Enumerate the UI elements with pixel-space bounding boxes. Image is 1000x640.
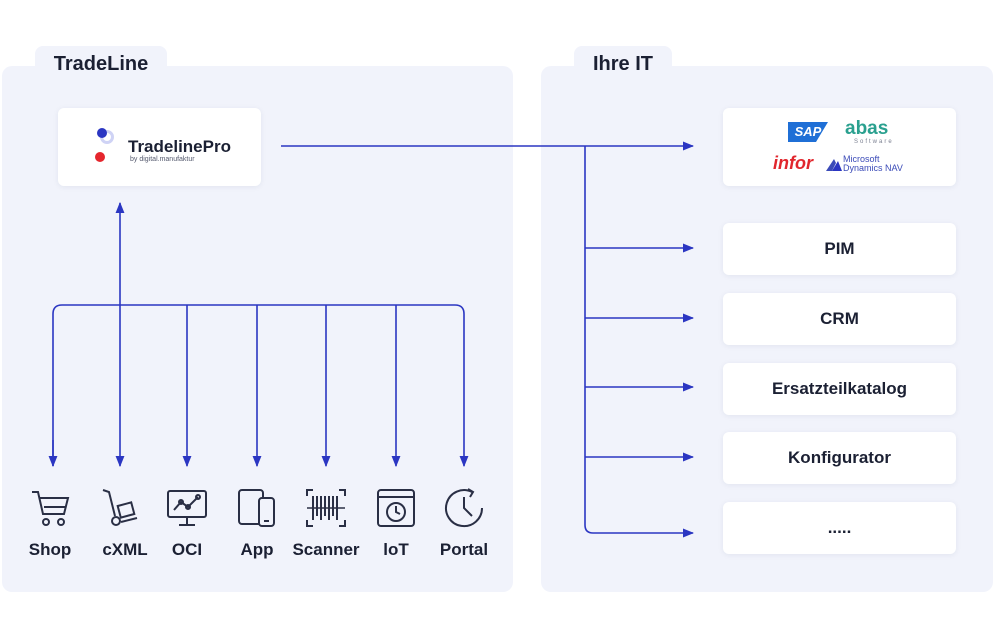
distribution-bar <box>52 304 469 468</box>
system-label: Ersatzteilkatalog <box>771 379 908 398</box>
system-card-konfigurator: Konfigurator <box>723 432 956 484</box>
logo-blue-dot-icon <box>97 128 107 138</box>
channel-label-iot: loT <box>383 540 409 559</box>
shopping-cart-icon <box>28 486 72 530</box>
sap-logo: SAP <box>788 122 828 142</box>
tradeline-panel-title: TradeLine <box>35 46 167 82</box>
microsoft-logo-line1: Microsoft <box>843 154 880 164</box>
channel-label-portal: Portal <box>439 540 489 559</box>
channel-label-shop: Shop <box>28 540 72 559</box>
brand-tagline: by digital.manufaktur <box>130 156 195 163</box>
monitor-chart-icon <box>165 486 209 530</box>
system-card-crm: CRM <box>723 293 956 345</box>
system-card-ersatzteilkatalog: Ersatzteilkatalog <box>723 363 956 415</box>
channel-label-app: App <box>240 540 274 559</box>
ihre-it-panel-title: Ihre IT <box>574 46 672 82</box>
system-label: Konfigurator <box>788 448 891 467</box>
mobile-devices-icon <box>235 486 279 530</box>
microsoft-logo-line2: Dynamics NAV <box>843 163 903 173</box>
channel-label-scanner: Scanner <box>292 540 360 559</box>
iot-device-icon <box>374 486 418 530</box>
abas-logo: abas <box>845 118 889 139</box>
arrow-to-more <box>584 146 695 538</box>
barcode-scanner-icon <box>304 486 348 530</box>
system-card-more: ..... <box>723 502 956 554</box>
microsoft-dynamics-logo: Microsoft Dynamics NAV <box>843 155 903 173</box>
brand-name: TradelinePro <box>128 137 231 156</box>
microsoft-dynamics-icon <box>826 159 842 171</box>
system-label: ..... <box>827 518 852 537</box>
infor-logo: infor <box>773 153 813 173</box>
clock-icon <box>442 486 486 530</box>
logo-red-dot-icon <box>95 152 105 162</box>
tradelinepro-logo: TradelinePro by digital.manufaktur <box>92 128 252 172</box>
system-card-pim: PIM <box>723 223 956 275</box>
system-label: PIM <box>824 239 855 258</box>
channel-label-cxml: cXML <box>102 540 148 559</box>
tradelinepro-card <box>58 108 261 186</box>
erp-logos-card <box>723 108 956 186</box>
system-label: CRM <box>820 309 859 328</box>
channel-label-oci: OCI <box>171 540 203 559</box>
hand-truck-icon <box>97 486 141 530</box>
abas-logo-subtitle: Software <box>854 139 894 145</box>
